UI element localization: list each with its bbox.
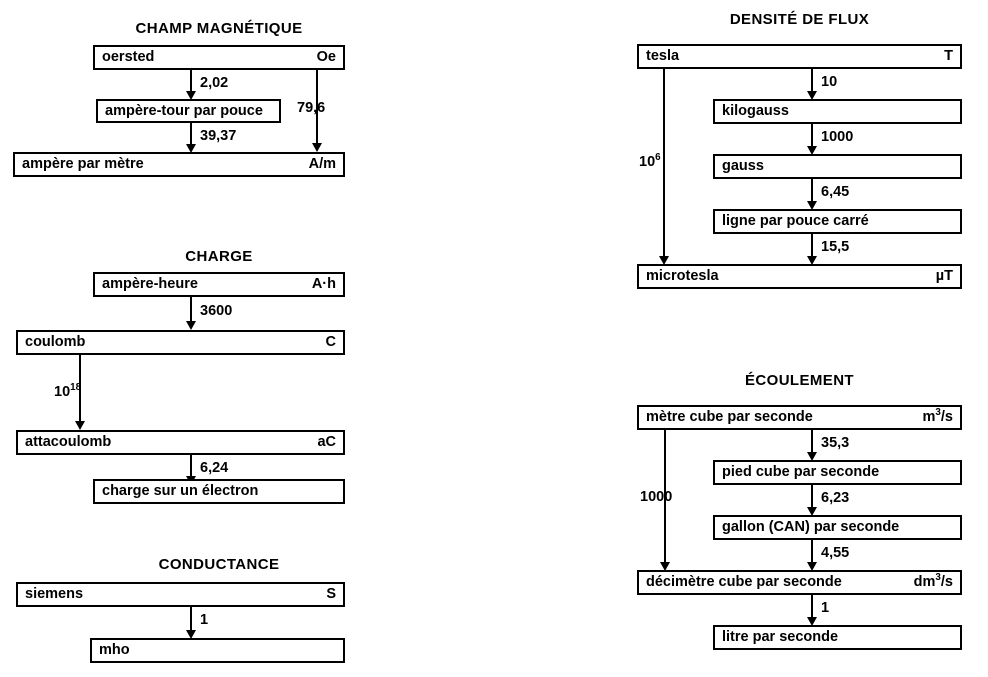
arrow-label-79-6: 79,6 <box>297 100 326 116</box>
arrow-label-2-02: 2,02 <box>200 75 229 91</box>
unit-symbol: Oe <box>316 49 336 66</box>
unit-box-charge-sur-un-electron: charge sur un électron <box>93 479 345 504</box>
arrow-label-15-5: 15,5 <box>821 239 850 255</box>
unit-box-attacoulomb: attacoulomb aC <box>16 430 345 455</box>
unit-box-pied-cube-par-seconde: pied cube par seconde <box>713 460 962 485</box>
unit-name: litre par seconde <box>722 629 839 646</box>
unit-symbol: S <box>326 586 336 603</box>
unit-name: siemens <box>25 586 84 603</box>
arrow-label-3600: 3600 <box>200 303 233 319</box>
unit-box-siemens: siemens S <box>16 582 345 607</box>
unit-name: pied cube par seconde <box>722 464 880 481</box>
unit-name: gallon (CAN) par seconde <box>722 519 900 536</box>
unit-name: tesla <box>646 48 680 65</box>
unit-box-ampere-heure: ampère-heure A·h <box>93 272 345 297</box>
unit-box-gallon-can-par-seconde: gallon (CAN) par seconde <box>713 515 962 540</box>
section-title-densite-de-flux: DENSITÉ DE FLUX <box>729 11 870 28</box>
arrow-label-10: 10 <box>821 74 838 90</box>
unit-name: mho <box>99 642 130 659</box>
arrow-label-exponent: 18 <box>70 382 82 394</box>
arrow-label-1-ecoulement: 1 <box>821 600 830 616</box>
section-title-champ-magnetique: CHAMP MAGNÉTIQUE <box>135 20 303 37</box>
unit-name: charge sur un électron <box>102 483 259 500</box>
unit-box-tesla: tesla T <box>637 44 962 69</box>
unit-name: décimètre cube par seconde <box>646 574 842 591</box>
arrow-label-6-23: 6,23 <box>821 490 850 506</box>
arrow-label-6-24: 6,24 <box>200 460 229 476</box>
arrow-label-39-37: 39,37 <box>200 128 237 144</box>
unit-box-decimetre-cube-par-seconde: décimètre cube par seconde dm3/s <box>637 570 962 595</box>
unit-box-oersted: oersted Oe <box>93 45 345 70</box>
unit-box-kilogauss: kilogauss <box>713 99 962 124</box>
unit-symbol: µT <box>935 268 953 285</box>
unit-symbol: C <box>325 334 336 351</box>
arrow-label-1000-ecoulement: 1000 <box>640 489 673 505</box>
section-title-charge: CHARGE <box>185 248 253 265</box>
unit-name: ampère-heure <box>102 276 198 293</box>
unit-box-metre-cube-par-seconde: mètre cube par seconde m3/s <box>637 405 962 430</box>
unit-name: oersted <box>102 49 155 66</box>
arrow-label-6-45: 6,45 <box>821 184 850 200</box>
unit-name: ampère-tour par pouce <box>105 102 263 119</box>
unit-symbol: aC <box>317 434 336 451</box>
unit-box-ampere-tour-par-pouce: ampère-tour par pouce <box>96 99 281 123</box>
unit-box-coulomb: coulomb C <box>16 330 345 355</box>
unit-name: gauss <box>722 158 764 175</box>
unit-box-litre-par-seconde: litre par seconde <box>713 625 962 650</box>
unit-box-ligne-par-pouce-carre: ligne par pouce carré <box>713 209 962 234</box>
unit-name: ligne par pouce carré <box>722 213 869 230</box>
unit-box-microtesla: microtesla µT <box>637 264 962 289</box>
unit-symbol: T <box>944 48 953 65</box>
unit-box-mho: mho <box>90 638 345 663</box>
arrow-label-4-55: 4,55 <box>821 545 850 561</box>
arrow-label-10-exp-18: 1018 <box>54 382 82 400</box>
arrow-label-1-conductance: 1 <box>200 612 209 628</box>
arrow-label-base: 10 <box>54 384 71 400</box>
unit-symbol: dm3/s <box>913 572 953 591</box>
section-title-ecoulement: ÉCOULEMENT <box>745 372 854 389</box>
unit-name: ampère par mètre <box>22 156 144 173</box>
unit-box-ampere-par-metre: ampère par mètre A/m <box>13 152 345 177</box>
unit-name: mètre cube par seconde <box>646 409 813 426</box>
unit-symbol: m3/s <box>922 407 953 426</box>
arrow-label-base: 10 <box>639 154 656 170</box>
unit-symbol: A·h <box>311 276 336 293</box>
section-title-conductance: CONDUCTANCE <box>158 556 280 573</box>
arrow-label-1000-flux: 1000 <box>821 129 854 145</box>
unit-box-gauss: gauss <box>713 154 962 179</box>
unit-name: coulomb <box>25 334 86 351</box>
arrow-label-exponent: 6 <box>655 152 661 164</box>
arrow-label-35-3: 35,3 <box>821 435 850 451</box>
unit-name: kilogauss <box>722 103 789 120</box>
unit-name: microtesla <box>646 268 719 285</box>
unit-symbol: A/m <box>308 156 336 173</box>
arrow-label-10-exp-6: 106 <box>639 152 661 170</box>
unit-name: attacoulomb <box>25 434 112 451</box>
